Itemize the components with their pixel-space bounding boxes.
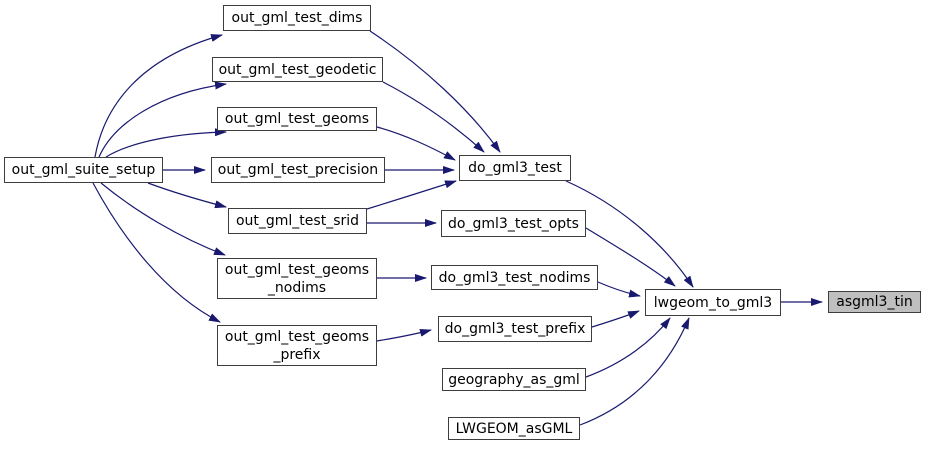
node-LWGEOM_asGML[interactable]: LWGEOM_asGML — [448, 417, 580, 440]
edge-LWGEOM_asGML-lwgeom_to_gml3 — [579, 317, 690, 426]
edge-out_gml_suite_setup-out_gml_test_geoms_nodims — [100, 182, 226, 256]
node-do_gml3_test_opts[interactable]: do_gml3_test_opts — [441, 210, 586, 237]
node-do_gml3_test_nodims[interactable]: do_gml3_test_nodims — [431, 265, 598, 290]
edge-out_gml_test_geodetic-do_gml3_test — [382, 81, 485, 153]
edge-out_gml_suite_setup-out_gml_test_geodetic — [98, 81, 227, 158]
edge-do_gml3_test_opts-lwgeom_to_gml3 — [585, 227, 676, 287]
node-out_gml_test_geodetic[interactable]: out_gml_test_geodetic — [212, 57, 383, 82]
edge-geography_as_gml-lwgeom_to_gml3 — [585, 317, 671, 378]
edge-do_gml3_test-lwgeom_to_gml3 — [565, 180, 694, 288]
node-out_gml_test_geoms_prefix[interactable]: out_gml_test_geoms _prefix — [217, 325, 377, 366]
node-lwgeom_to_gml3[interactable]: lwgeom_to_gml3 — [645, 289, 781, 316]
edge-do_gml3_test_nodims-lwgeom_to_gml3 — [597, 281, 641, 298]
node-out_gml_test_dims[interactable]: out_gml_test_dims — [223, 5, 371, 31]
edge-out_gml_test_dims-do_gml3_test — [369, 30, 501, 153]
node-asgml3_tin: asgml3_tin — [828, 291, 921, 313]
edge-out_gml_suite_setup-out_gml_test_dims — [94, 34, 223, 158]
node-do_gml3_test[interactable]: do_gml3_test — [459, 155, 571, 181]
node-out_gml_test_geoms_nodims[interactable]: out_gml_test_geoms _nodims — [217, 258, 377, 299]
node-geography_as_gml[interactable]: geography_as_gml — [442, 368, 586, 391]
edge-out_gml_suite_setup-out_gml_test_geoms_prefix — [92, 182, 221, 323]
node-out_gml_test_precision[interactable]: out_gml_test_precision — [211, 157, 385, 183]
edge-out_gml_test_geoms_prefix-do_gml3_test_prefix — [376, 328, 432, 342]
edge-out_gml_suite_setup-out_gml_test_geoms — [105, 128, 227, 158]
edge-do_gml3_test_prefix-lwgeom_to_gml3 — [591, 310, 640, 328]
node-do_gml3_test_prefix[interactable]: do_gml3_test_prefix — [438, 316, 592, 342]
edge-out_gml_test_geoms-do_gml3_test — [376, 126, 456, 161]
node-out_gml_suite_setup[interactable]: out_gml_suite_setup — [4, 157, 163, 183]
node-out_gml_test_srid[interactable]: out_gml_test_srid — [228, 208, 367, 234]
node-out_gml_test_geoms[interactable]: out_gml_test_geoms — [217, 107, 377, 131]
edge-out_gml_suite_setup-out_gml_test_srid — [147, 182, 227, 209]
edge-out_gml_test_srid-do_gml3_test — [366, 180, 457, 210]
